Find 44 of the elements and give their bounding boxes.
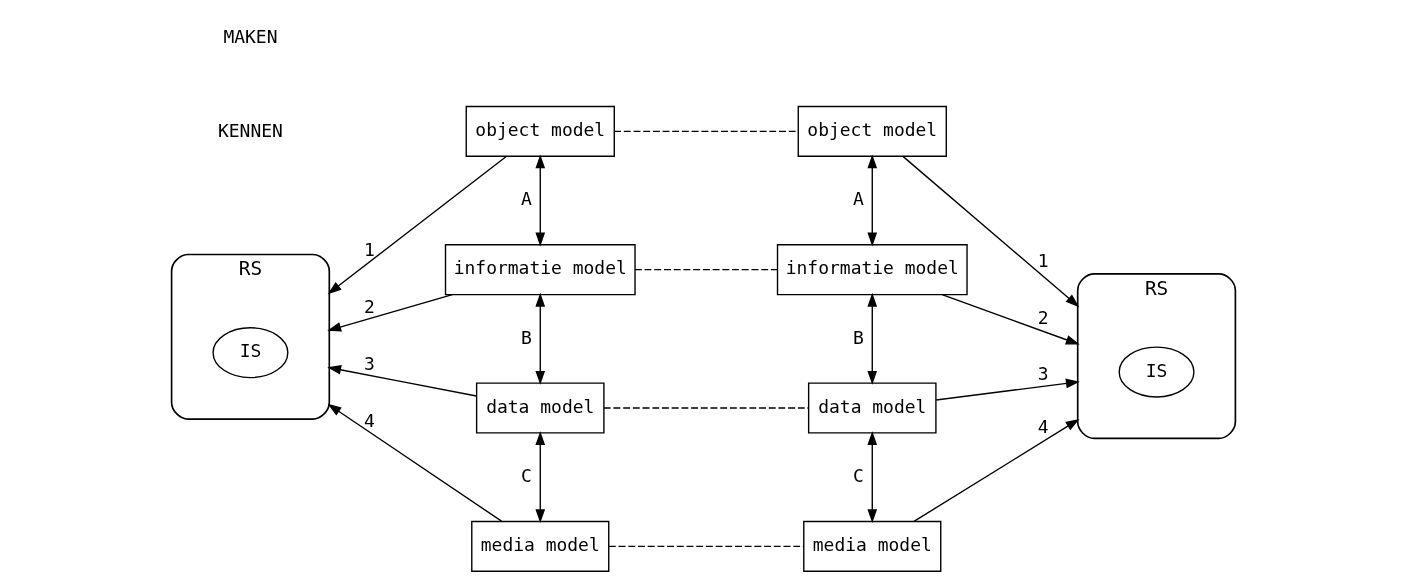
node-box: object model xyxy=(465,105,615,157)
edge-label: 2 xyxy=(363,296,375,318)
arrow xyxy=(912,418,1079,523)
arrow xyxy=(327,155,507,295)
arrow xyxy=(534,154,545,247)
edge-label: 4 xyxy=(1037,416,1049,438)
node-box: media model xyxy=(802,520,941,572)
edge-label: B xyxy=(520,326,532,348)
edge-label: 1 xyxy=(363,239,375,261)
node-ellipse: IS xyxy=(211,327,288,379)
label: KENNEN xyxy=(217,120,283,142)
arrow xyxy=(902,155,1079,308)
node-box: informatie model xyxy=(776,244,968,296)
label: MAKEN xyxy=(222,26,277,48)
node-box: object model xyxy=(797,105,947,157)
connector xyxy=(607,545,804,548)
edge-label: C xyxy=(852,464,864,486)
arrow xyxy=(534,431,545,524)
arrow xyxy=(866,292,877,385)
arrow xyxy=(866,154,877,247)
edge-label: 2 xyxy=(1037,307,1049,329)
edge-label: 3 xyxy=(1037,362,1049,384)
connector xyxy=(633,269,778,271)
node-box: informatie model xyxy=(444,244,636,296)
edge-label: C xyxy=(520,464,532,486)
edge-label: 4 xyxy=(363,409,375,431)
arrow xyxy=(327,403,502,522)
node-box: media model xyxy=(470,520,609,572)
arrow xyxy=(326,365,477,397)
connector xyxy=(602,407,809,409)
arrow xyxy=(940,293,1080,345)
node-box: data model xyxy=(807,382,937,434)
edge-label: B xyxy=(852,326,864,348)
arrow xyxy=(326,294,453,332)
edge-label: 3 xyxy=(363,352,375,374)
arrow xyxy=(866,431,877,524)
edge-label: A xyxy=(852,188,864,210)
arrow xyxy=(934,378,1080,401)
node-box: data model xyxy=(475,382,605,434)
connector xyxy=(613,130,799,133)
node-ellipse: IS xyxy=(1118,346,1195,398)
edge-label: 1 xyxy=(1037,250,1049,272)
edge-label: A xyxy=(520,188,532,210)
arrow xyxy=(534,292,545,385)
